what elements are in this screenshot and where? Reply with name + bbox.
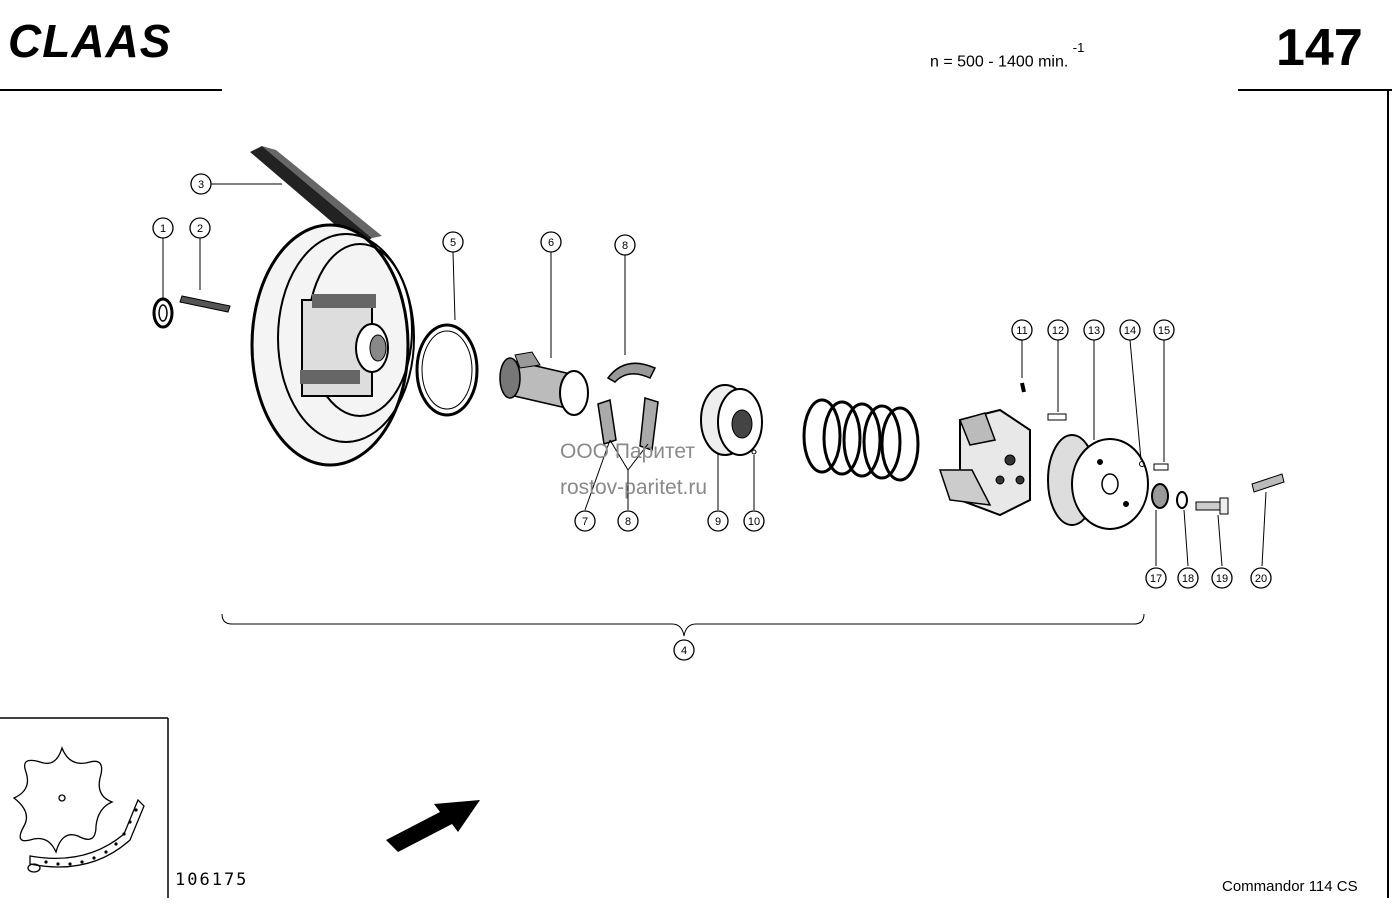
bolt-part-19: [1195, 497, 1229, 515]
callout-10: 10: [748, 516, 760, 528]
watermark-url: rostov-paritet.ru: [560, 476, 708, 499]
callout-8-bottom: 8: [625, 516, 631, 528]
drawing-number: 106175: [175, 870, 249, 890]
snap-ring-part-5: [415, 323, 479, 417]
callout-20: 20: [1255, 573, 1267, 585]
callout-15: 15: [1158, 325, 1170, 337]
callout-8-top: 8: [622, 240, 628, 252]
leader-lines: [162, 183, 1267, 637]
callout-17: 17: [1150, 573, 1162, 585]
bearing-part-17: [1151, 483, 1169, 509]
callout-labels: 1 2 3 4 5 6 7 8 8 9 10 11 12 13 14 15 17…: [160, 179, 1267, 657]
callout-bubbles: [152, 173, 1272, 661]
hub-part-9: [700, 384, 763, 456]
callout-5: 5: [450, 237, 456, 249]
sleeve-part-6: [499, 351, 589, 416]
frame-lines: [0, 89, 1392, 898]
callout-4: 4: [681, 645, 687, 657]
claas-logo: CLAAS: [8, 15, 172, 67]
shoe-part-8-top: [606, 362, 657, 383]
callout-18: 18: [1182, 573, 1194, 585]
spring-part: [802, 398, 920, 482]
machine-model: Commandor 114 CS: [1222, 878, 1358, 895]
page-number: 147: [1276, 19, 1363, 77]
watermark-company: ООО Паритет: [560, 440, 696, 463]
pulley-part: [250, 223, 415, 467]
callout-13: 13: [1088, 325, 1100, 337]
pin-part-14: [1139, 461, 1145, 467]
direction-arrow-icon: [386, 800, 480, 852]
callout-7: 7: [582, 516, 588, 528]
speed-value: n = 500 - 1400 min.: [930, 53, 1069, 71]
callout-3: 3: [198, 179, 204, 191]
callout-19: 19: [1216, 573, 1228, 585]
bolt-part-12: [1047, 413, 1067, 421]
drum-part-13: [1047, 434, 1149, 530]
plate-part-20: [1251, 473, 1285, 493]
key-part-2: [179, 295, 231, 313]
callout-11: 11: [1016, 325, 1027, 337]
callout-12: 12: [1052, 325, 1064, 337]
callout-9: 9: [715, 516, 721, 528]
callout-14: 14: [1124, 325, 1136, 337]
location-thumbnail: [12, 746, 145, 873]
callout-1: 1: [160, 223, 166, 235]
screw-part-15: [1153, 463, 1169, 471]
pin-part-10: [751, 449, 757, 455]
speed-range: n = 500 - 1400 min. -1: [930, 40, 1084, 71]
callout-2: 2: [197, 223, 203, 235]
carrier-part-11: [938, 382, 1031, 517]
washer-part-18: [1176, 491, 1188, 509]
speed-exponent: -1: [1072, 40, 1085, 55]
washer-part-1: [152, 297, 174, 329]
belt-part: [250, 146, 382, 246]
callout-6: 6: [548, 237, 554, 249]
shoe-parts-7-8: [597, 397, 659, 452]
